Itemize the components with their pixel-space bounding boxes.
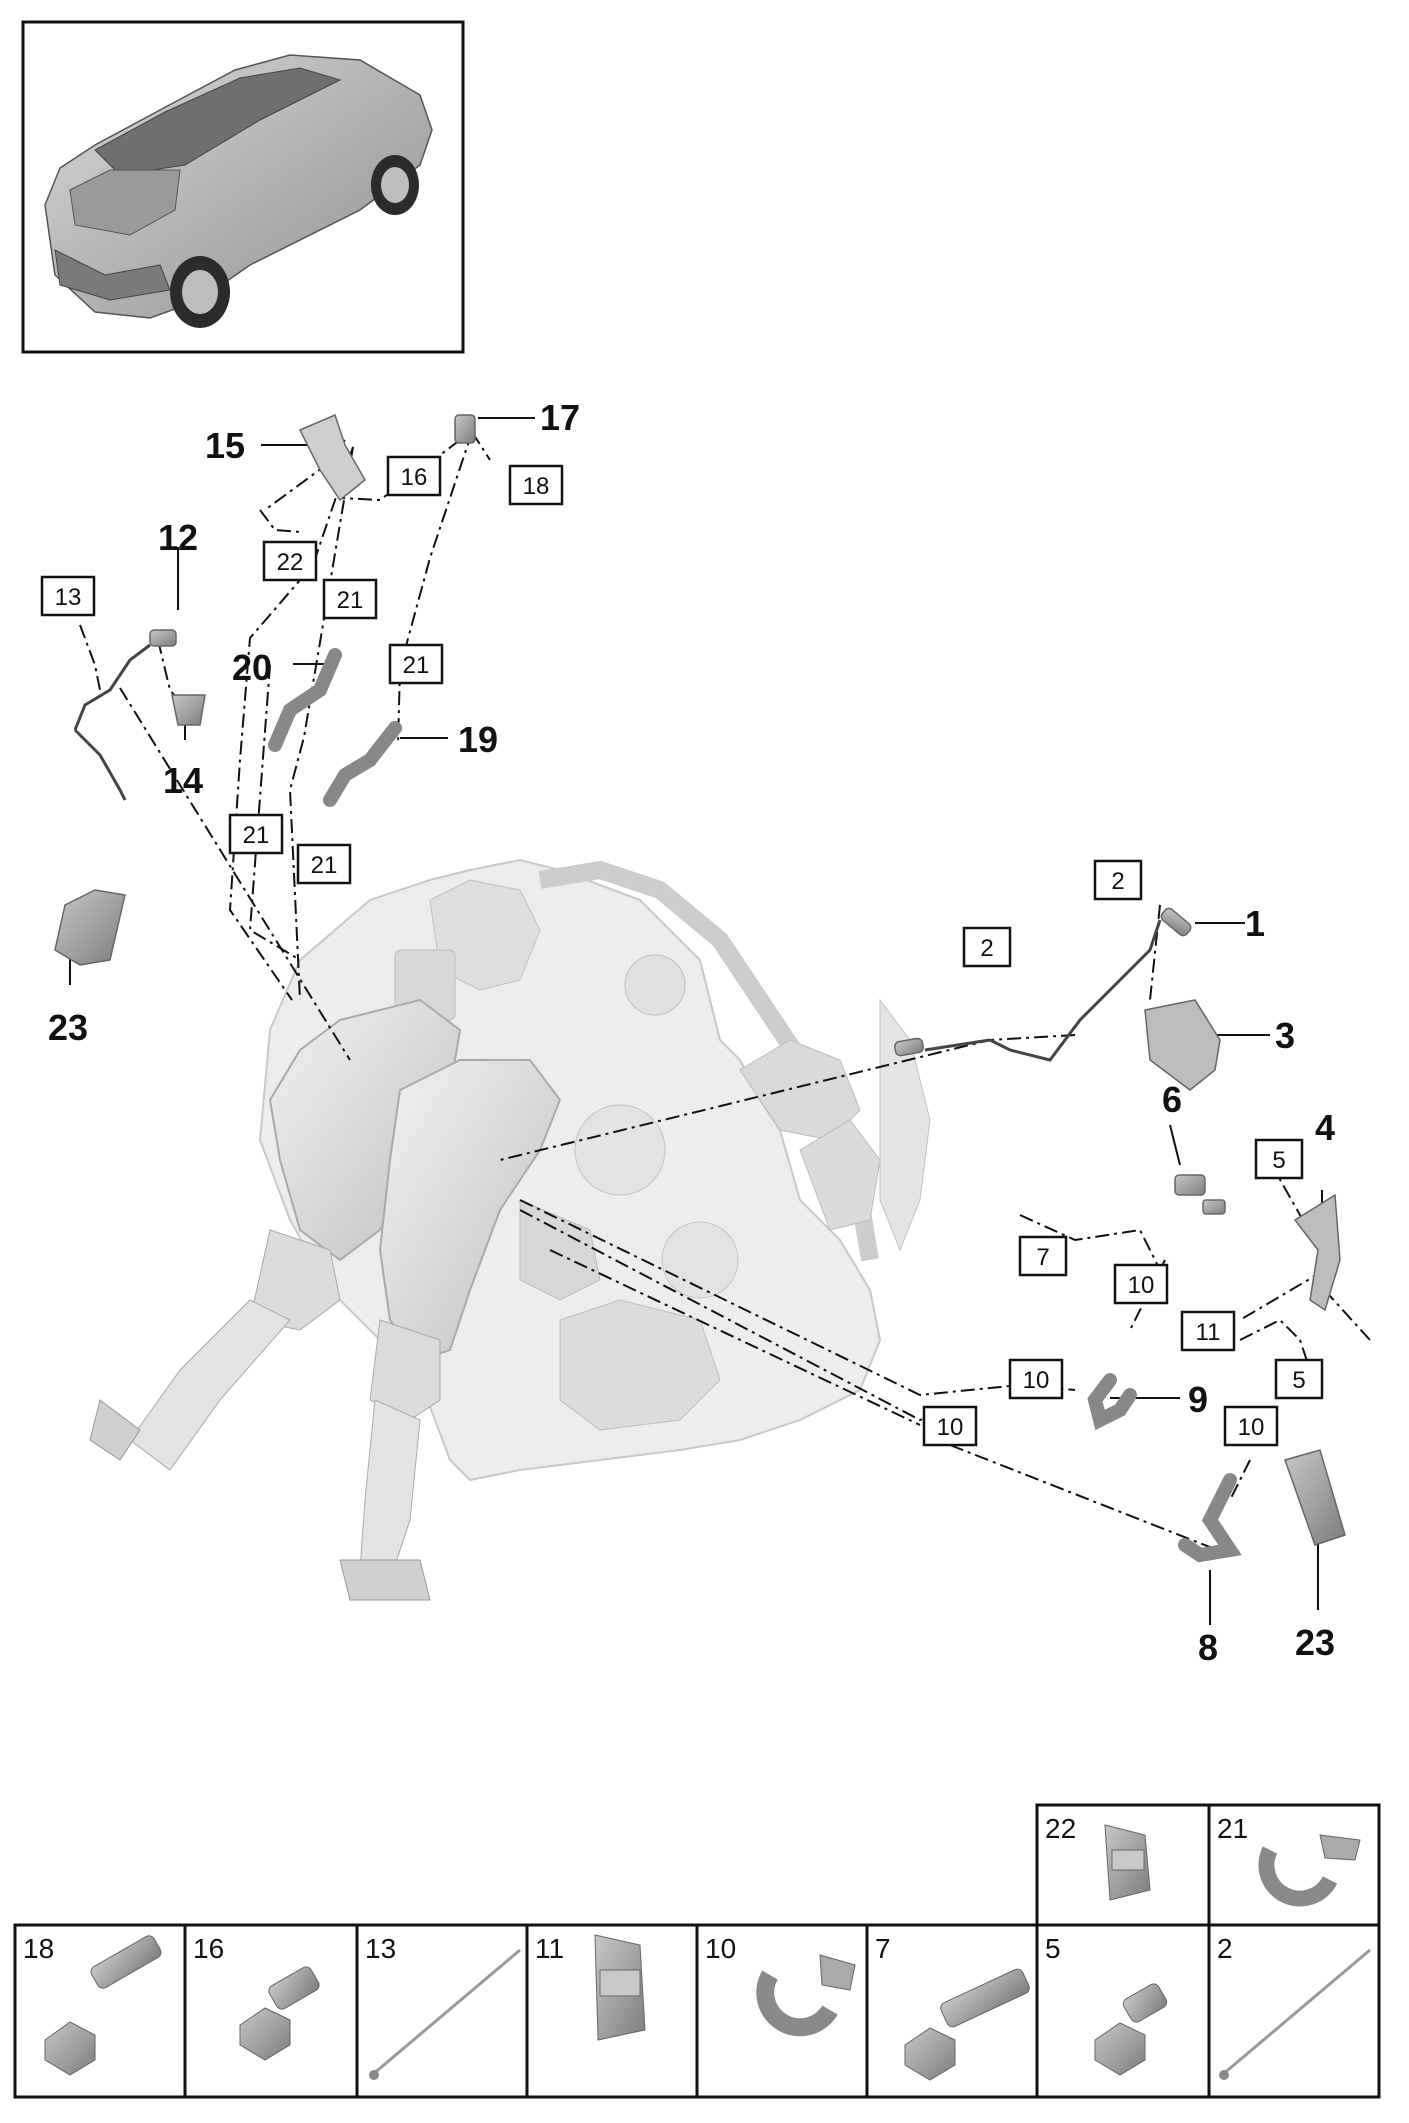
cable-tie-13-icon	[369, 1948, 521, 2080]
box-22: 22	[262, 540, 318, 582]
callout-20: 20	[232, 647, 272, 688]
box-13: 13	[40, 575, 96, 617]
callout-8: 8	[1198, 1627, 1218, 1668]
svg-text:22: 22	[1045, 1813, 1076, 1844]
svg-text:21: 21	[337, 587, 364, 614]
bolt-5-icon	[1094, 1983, 1168, 2076]
car-illustration	[44, 54, 433, 328]
box-10-b: 10	[1008, 1358, 1064, 1400]
box-21-a: 21	[322, 578, 378, 620]
legend-cell-13: 13	[365, 1933, 521, 2080]
box-10-d: 10	[1223, 1405, 1279, 1447]
svg-text:16: 16	[193, 1933, 224, 1964]
callout-6: 6	[1162, 1079, 1182, 1120]
box-5-upper: 5	[1254, 1138, 1304, 1180]
callout-15: 15	[205, 425, 245, 466]
svg-text:2: 2	[1111, 868, 1124, 895]
box-5-lower: 5	[1274, 1358, 1324, 1400]
box-10-a: 10	[1113, 1263, 1169, 1305]
box-21-c: 21	[228, 813, 284, 855]
svg-text:13: 13	[365, 1933, 396, 1964]
clip-21-icon	[1258, 1834, 1361, 1907]
svg-text:10: 10	[705, 1933, 736, 1964]
callout-14: 14	[163, 760, 203, 801]
callout-9: 9	[1188, 1379, 1208, 1420]
callout-19: 19	[458, 719, 498, 760]
svg-text:21: 21	[403, 652, 430, 679]
svg-text:11: 11	[1196, 1319, 1221, 1346]
svg-text:10: 10	[937, 1414, 964, 1441]
svg-text:5: 5	[1045, 1933, 1061, 1964]
svg-text:18: 18	[23, 1933, 54, 1964]
boxed-references: 2 2 5 5 7 10 10 10 10 11 13 16 18 21 21 …	[40, 455, 1324, 1447]
svg-text:10: 10	[1128, 1272, 1155, 1299]
cable-tie-2-icon	[1219, 1948, 1371, 2080]
box-7: 7	[1018, 1235, 1068, 1277]
svg-text:13: 13	[55, 584, 82, 611]
legend-cell-2: 2	[1217, 1933, 1371, 2080]
legend-cell-11: 11	[535, 1933, 646, 2041]
box-2-right: 2	[1093, 859, 1143, 901]
svg-text:21: 21	[1217, 1813, 1248, 1844]
box-10-c: 10	[922, 1405, 978, 1447]
box-16: 16	[386, 455, 442, 497]
svg-text:7: 7	[875, 1933, 891, 1964]
box-21-d: 21	[296, 843, 352, 885]
callout-17: 17	[540, 397, 580, 438]
clip-10-icon	[756, 1954, 856, 2037]
legend-cell-18: 18	[23, 1933, 162, 2076]
legend-cell-22: 22	[1045, 1813, 1151, 1901]
svg-text:16: 16	[401, 464, 428, 491]
legend-cell-10: 10	[705, 1933, 856, 2037]
legend-cell-5: 5	[1045, 1933, 1168, 2076]
clip-22-icon	[1104, 1824, 1151, 1901]
vehicle-overview-thumbnail	[21, 20, 465, 354]
svg-text:18: 18	[523, 473, 550, 500]
exhaust-catalytic-converters	[89, 998, 562, 1601]
clip-11-icon	[594, 1934, 646, 2041]
callout-4: 4	[1315, 1107, 1335, 1148]
svg-text:22: 22	[277, 549, 304, 576]
callout-12: 12	[158, 517, 198, 558]
svg-text:2: 2	[1217, 1933, 1233, 1964]
svg-text:5: 5	[1292, 1367, 1305, 1394]
part-illustrations	[54, 413, 1346, 1563]
callout-1: 1	[1245, 903, 1265, 944]
bolt-16-icon	[239, 1966, 320, 2061]
bolt-7-icon	[904, 1968, 1030, 2081]
box-11: 11	[1180, 1310, 1236, 1352]
svg-text:21: 21	[311, 852, 338, 879]
box-2-left: 2	[962, 926, 1012, 968]
callout-23-left: 23	[48, 1007, 88, 1048]
svg-text:7: 7	[1036, 1244, 1049, 1271]
svg-text:10: 10	[1023, 1367, 1050, 1394]
svg-text:11: 11	[535, 1933, 564, 1964]
callout-23-right: 23	[1295, 1622, 1335, 1663]
svg-text:10: 10	[1238, 1414, 1265, 1441]
legend-cell-16: 16	[193, 1933, 320, 2061]
svg-text:2: 2	[980, 935, 993, 962]
bolt-18-icon	[44, 1935, 162, 2076]
legend-cell-21: 21	[1217, 1813, 1361, 1907]
box-18: 18	[508, 464, 564, 506]
svg-text:21: 21	[243, 822, 270, 849]
legend-cell-7: 7	[875, 1933, 1030, 2081]
hardware-legend: 22 21 18 16	[13, 1803, 1381, 2099]
callout-3: 3	[1275, 1015, 1295, 1056]
box-21-b: 21	[388, 643, 444, 685]
svg-text:5: 5	[1272, 1147, 1285, 1174]
callout-numbers: 1 3 4 6 8 9 12 14 15 17 19 20 23 23	[48, 397, 1335, 1668]
